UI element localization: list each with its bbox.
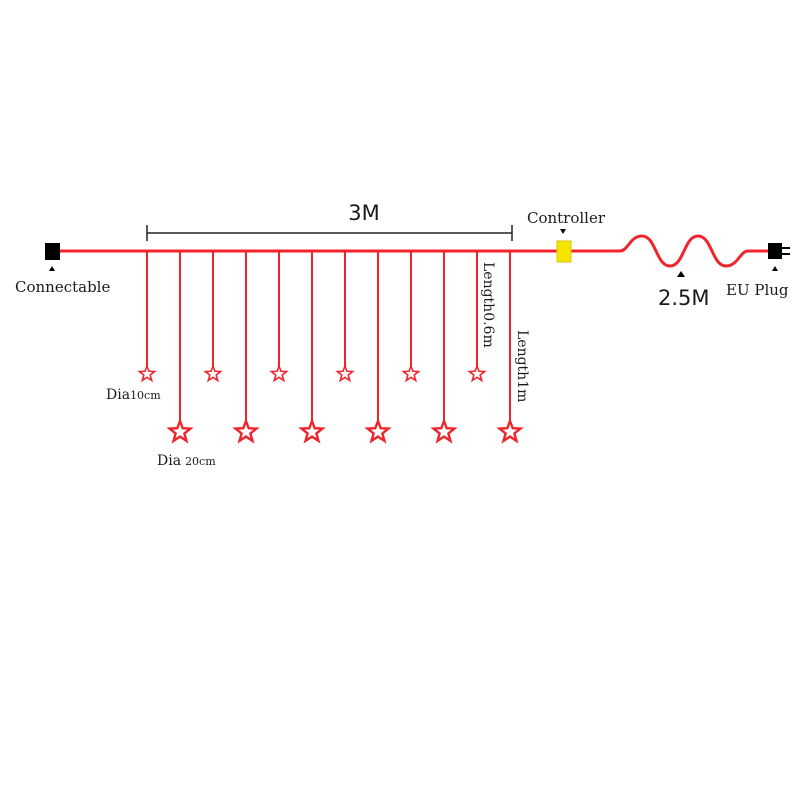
- lead-wire-coil: [619, 234, 770, 268]
- eu-plug-pointer-icon: [772, 266, 778, 271]
- large-star-icon: [496, 417, 524, 444]
- small-star-dia-label: Dia10cm: [106, 387, 161, 403]
- controller-pointer-icon: [560, 229, 566, 234]
- span-dimension-bracket: [146, 225, 513, 241]
- drops-group: [137, 251, 524, 444]
- eu-plug-label: EU Plug: [726, 281, 789, 299]
- lead-length-label: 2.5M: [658, 286, 710, 310]
- large-star-icon: [430, 417, 458, 444]
- span-length-label: 3M: [348, 201, 379, 225]
- large-star-dia-label: Dia 20cm: [157, 453, 216, 469]
- large-star-icon: [364, 417, 392, 444]
- controller-box: [556, 240, 572, 263]
- large-star-dia-value: 20cm: [185, 455, 216, 468]
- small-star-icon: [137, 363, 157, 383]
- large-star-icon: [166, 417, 194, 444]
- long-drop-length-label: Length1m: [514, 330, 530, 402]
- small-star-icon: [467, 363, 487, 383]
- connector-block-icon: [45, 243, 60, 260]
- eu-plug-icon: [768, 243, 790, 259]
- small-star-icon: [269, 363, 289, 383]
- large-star-icon: [232, 417, 260, 444]
- connectable-label: Connectable: [15, 278, 110, 296]
- lead-length-pointer-icon: [677, 271, 685, 277]
- small-star-icon: [203, 363, 223, 383]
- small-star-dia-word: Dia: [106, 387, 130, 403]
- large-star-dia-word: Dia: [157, 453, 181, 469]
- small-star-icon: [401, 363, 421, 383]
- short-drop-length-label: Length0.6m: [480, 262, 496, 348]
- small-star-icon: [335, 363, 355, 383]
- small-star-dia-value: 10cm: [130, 389, 161, 402]
- large-star-icon: [298, 417, 326, 444]
- controller-label: Controller: [527, 209, 606, 227]
- connectable-pointer-icon: [49, 266, 55, 271]
